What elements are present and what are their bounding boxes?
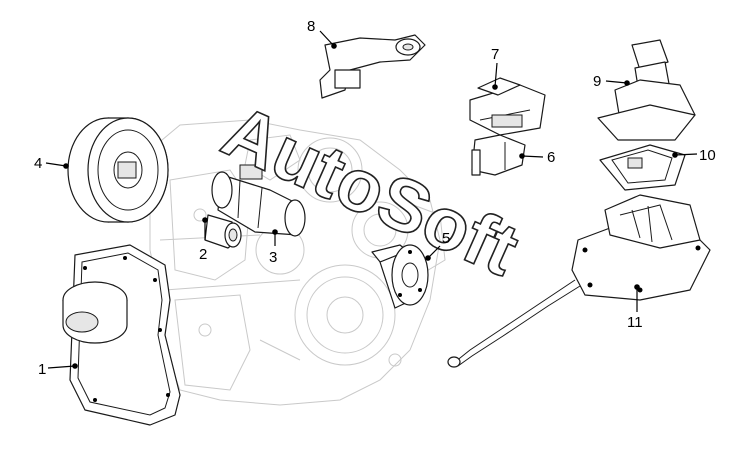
callout-8: 8	[307, 18, 315, 35]
callout-9: 9	[593, 73, 601, 90]
part-11-shifter-housing	[447, 194, 711, 368]
part-5-flange	[371, 244, 429, 309]
part-2-bushing	[204, 214, 242, 249]
part-6-lower-bracket	[471, 134, 526, 176]
part-4-drum	[67, 117, 169, 223]
callout-3: 3	[269, 249, 277, 266]
callouts: 1 2 3 4 5 6 7 8 9 10 11	[34, 18, 716, 378]
part-1-cover-plate	[62, 244, 181, 426]
part-9-shift-boot	[597, 39, 696, 141]
callout-10: 10	[699, 147, 716, 164]
part-3-starter	[211, 164, 306, 237]
callout-2: 2	[199, 246, 207, 263]
part-7-bracket	[469, 77, 546, 136]
callout-7: 7	[491, 46, 499, 63]
callout-6: 6	[547, 149, 555, 166]
callout-5: 5	[442, 230, 450, 247]
callout-1: 1	[38, 361, 46, 378]
part-8-lever	[319, 34, 426, 99]
callout-4: 4	[34, 155, 42, 172]
callout-11: 11	[627, 314, 643, 331]
part-10-gasket	[599, 144, 686, 191]
